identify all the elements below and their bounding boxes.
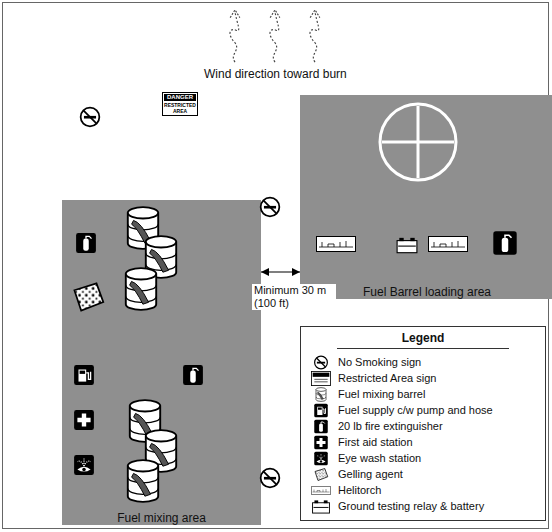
wind-arrow	[310, 10, 320, 62]
legend-symbol	[311, 403, 331, 418]
sign-text: RESTRICTED AREA	[164, 102, 196, 114]
wind-arrow	[230, 10, 240, 62]
helitorch	[429, 237, 468, 252]
mixing-area: Fuel mixing area	[62, 200, 261, 525]
fuel-mixing-barrel	[128, 460, 158, 502]
legend-symbol	[311, 486, 331, 494]
legend-row: Helitorch	[307, 482, 539, 498]
legend-symbol	[311, 419, 331, 434]
legend-symbol	[311, 387, 331, 402]
no-smoking-sign	[261, 198, 280, 217]
fire-extinguisher	[493, 231, 516, 254]
distance-label: Minimum 30 m (100 ft)	[252, 284, 336, 310]
helipad-cross	[382, 106, 454, 178]
legend-text: Restricted Area sign	[338, 372, 436, 384]
fuel-pump	[74, 365, 94, 385]
restricted-area-sign: DANGERRESTRICTED AREA	[162, 92, 198, 116]
legend-text: Ground testing relay & battery	[338, 500, 484, 512]
eye-wash-station	[74, 455, 94, 475]
sign-text: DANGER	[164, 94, 196, 101]
legend-text: Fuel supply c/w pump and hose	[338, 404, 493, 416]
legend-text: No Smoking sign	[338, 356, 421, 368]
legend-text: First aid station	[338, 436, 413, 448]
area-panel	[62, 200, 261, 508]
legend-symbol	[311, 371, 331, 386]
legend-symbol	[314, 403, 328, 417]
legend-symbol	[314, 419, 328, 433]
legend-row: Fuel mixing barrel	[307, 386, 539, 402]
legend-heading: Legend	[337, 331, 509, 349]
legend-text: Gelling agent	[338, 468, 403, 480]
first-aid-station	[74, 410, 94, 430]
legend-symbol	[311, 467, 331, 482]
area-caption: Fuel Barrel loading area	[300, 285, 552, 299]
fuel-mixing-barrel	[126, 268, 156, 310]
relay-battery	[397, 238, 417, 253]
helipad-circle	[380, 104, 456, 180]
legend-row: Fuel supply c/w pump and hose	[307, 402, 539, 418]
legend-symbol	[315, 356, 328, 369]
legend-row: Ground testing relay & battery	[307, 498, 539, 514]
legend-symbol	[311, 371, 330, 385]
legend-text: Eye wash station	[338, 452, 421, 464]
fire-extinguisher	[76, 233, 96, 253]
legend-row: First aid station	[307, 434, 539, 450]
wind-label: Wind direction toward burn	[204, 67, 347, 81]
legend-symbol	[311, 499, 331, 514]
legend-row: Gelling agent	[307, 466, 539, 482]
helitorch	[317, 237, 356, 252]
fuel-mixing-barrel	[130, 400, 160, 442]
fuel-mixing-barrel	[128, 207, 158, 249]
area-panel	[300, 95, 552, 282]
fuel-mixing-barrel	[146, 430, 176, 472]
distance-arrow	[261, 271, 300, 272]
legend-box: Legend No Smoking signRestricted Area sig…	[300, 326, 546, 521]
gelling-agent	[74, 283, 103, 310]
legend-row: Eye wash station	[307, 450, 539, 466]
legend-row: Restricted Area sign	[307, 370, 539, 386]
fuel-mixing-barrel	[146, 236, 176, 278]
legend-text: 20 lb fire extinguisher	[338, 420, 443, 432]
legend-text: Fuel mixing barrel	[338, 388, 425, 400]
wind-arrow	[270, 10, 280, 62]
legend-text: Helitorch	[338, 484, 381, 496]
legend-symbol	[316, 387, 326, 401]
legend-row: 20 lb fire extinguisher	[307, 418, 539, 434]
legend-symbol	[311, 451, 331, 466]
no-smoking-sign	[261, 469, 280, 488]
legend-symbol	[314, 435, 328, 449]
legend-symbol	[313, 500, 330, 513]
fire-extinguisher	[183, 365, 203, 385]
legend-symbol	[314, 451, 328, 465]
legend-symbol	[311, 355, 331, 370]
legend-symbol	[311, 483, 331, 498]
legend-row: No Smoking sign	[307, 354, 539, 370]
legend-symbol	[311, 435, 331, 450]
no-smoking-sign	[81, 108, 100, 127]
area-caption: Fuel mixing area	[62, 511, 261, 525]
legend-symbol	[315, 468, 328, 480]
loading-area: Fuel Barrel loading area	[300, 95, 552, 299]
